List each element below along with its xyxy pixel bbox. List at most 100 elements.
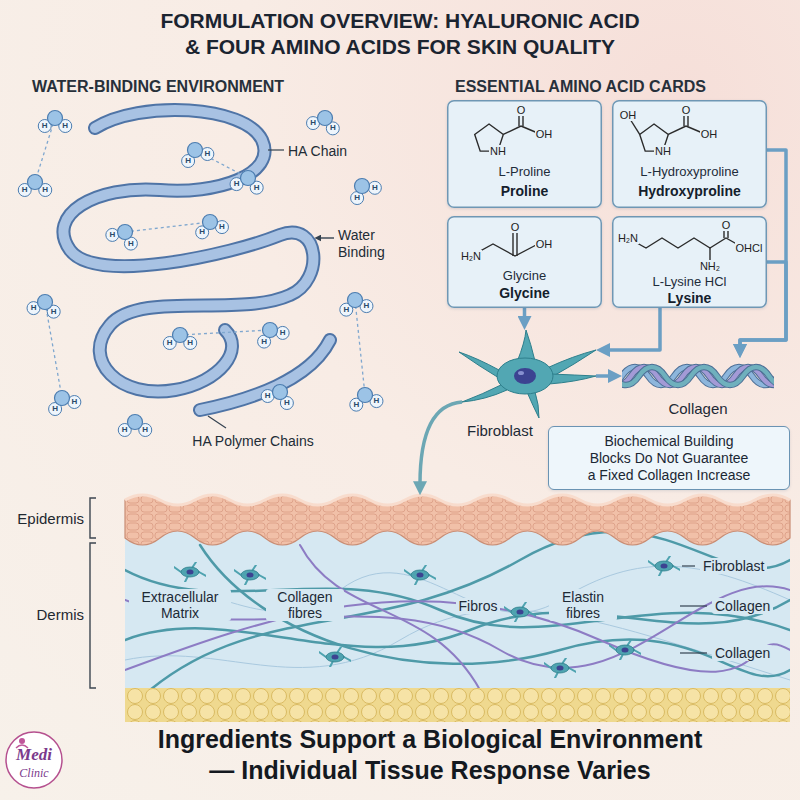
hydrogen-letter: H <box>204 150 210 158</box>
flow-arrow <box>610 308 660 350</box>
layer-label: Dermis <box>37 606 85 624</box>
epidermis-layer <box>125 495 790 545</box>
atom-label: OH <box>700 128 719 141</box>
stratum-corneum <box>125 495 790 505</box>
leader-arrow <box>320 237 334 238</box>
node-text: Biochemical Building Blocks Do Not Guara… <box>559 433 779 483</box>
compound-short-name: Glycine <box>499 285 550 302</box>
logo-badge <box>6 732 62 788</box>
oxygen-atom <box>358 388 373 403</box>
ha-chain-outline <box>63 110 313 392</box>
hydrogen-atom <box>276 326 289 339</box>
part-label: Fibroblast <box>700 558 767 574</box>
atom-label: OH <box>535 238 554 251</box>
nucleus-highlight <box>518 371 524 375</box>
part-label: Extracellular Matrix <box>129 589 231 621</box>
cell-processes <box>459 330 596 418</box>
fibroblast-to-skin-arrow <box>420 402 462 484</box>
hydrogen-letter: H <box>71 398 77 406</box>
collagen-fibre <box>125 570 790 630</box>
ha-chain <box>63 110 313 392</box>
dermal-fibroblast <box>609 640 641 660</box>
dermal-fibroblast <box>319 647 351 667</box>
oxygen-atom <box>28 175 43 190</box>
hydrogen-letter: H <box>167 339 173 347</box>
bond <box>628 238 742 248</box>
collagen-helix: Collagen <box>622 358 774 420</box>
hydrogen-letter: H <box>234 180 240 188</box>
atom-label: H₂N <box>460 250 482 263</box>
dermis-layer <box>125 530 790 690</box>
oxygen-atom <box>128 415 143 430</box>
amino-acid-card: H₂N O OH GlycineGlycine <box>447 216 602 308</box>
bonds <box>628 226 742 264</box>
compound-name: L-Lysine HCl <box>653 274 727 290</box>
hydrogen-letter: H <box>310 119 316 127</box>
leader-line <box>268 149 284 150</box>
hydrogen-letter: H <box>185 157 191 165</box>
collagen-fibre <box>150 532 790 690</box>
flow-arrow <box>596 374 608 378</box>
atom-label: NH <box>489 145 507 158</box>
diagram-title: FORMULATION OVERVIEW: HYALURONIC ACID & … <box>30 8 770 60</box>
hydrogen-letter: H <box>22 186 28 194</box>
helix-strand-outline <box>622 367 774 385</box>
dermal-fibroblast <box>174 562 206 582</box>
compound-name: Glycine <box>503 268 546 284</box>
hydrogen-letter: H <box>280 329 286 337</box>
hydrogen-letter: H <box>330 124 336 132</box>
cell-process <box>459 352 499 378</box>
hydrogen-letter: H <box>374 397 380 405</box>
hydrogen-letter: H <box>364 302 370 310</box>
dermal-fibroblast <box>504 602 536 622</box>
part-label: Fibros <box>456 598 501 614</box>
dermal-fibroblast <box>234 565 266 585</box>
oxygen-atom <box>48 111 63 126</box>
part-label: Collagen <box>712 598 773 614</box>
epidermis-cells <box>125 495 790 545</box>
atom-label: H₂N <box>617 232 639 245</box>
hydrogen-letter: H <box>128 240 134 248</box>
dermal-fibroblast <box>648 556 680 576</box>
ha-chain <box>200 340 330 410</box>
hydrogen-letter: H <box>343 306 349 314</box>
hydrogen-letter: H <box>265 392 271 400</box>
hydrogen-letter: H <box>254 184 260 192</box>
leader-line <box>680 605 707 606</box>
part-label: Elastin fibres <box>549 589 617 621</box>
hydrogen-bond <box>45 302 62 398</box>
bond <box>503 126 521 134</box>
helix-strand-group <box>622 367 774 385</box>
hydrogen-letter: H <box>51 308 57 316</box>
cell-process <box>527 392 539 418</box>
bond <box>668 126 686 134</box>
amino-acid-card: OHOOHNHL-HydroxyprolineHydroxyproline <box>612 100 767 208</box>
hydrogen-letter: H <box>109 231 115 239</box>
part-label: Water Binding <box>338 227 400 261</box>
layer-label: Epidermis <box>17 510 84 528</box>
oxygen-atom <box>241 171 256 186</box>
atom-label: O <box>510 221 521 234</box>
oxygen-atom <box>38 295 53 310</box>
helix-strands <box>622 367 774 385</box>
hydrogen-atom <box>368 181 381 194</box>
cell-process <box>517 330 535 362</box>
hydrogen-letter: H <box>372 184 378 192</box>
hydrogen-letter: H <box>42 122 48 130</box>
water-molecules <box>18 111 383 437</box>
section-heading: ESSENTIAL AMINO ACID CARDS <box>455 77 706 96</box>
bonds <box>475 111 540 151</box>
cell-process <box>549 374 596 384</box>
atom-label: O <box>721 219 732 232</box>
hydrogen-bonds <box>35 118 365 398</box>
oxygen-atom <box>273 385 288 400</box>
cell-body <box>497 358 553 394</box>
hydrogen-atom <box>106 228 119 241</box>
flow-arrow <box>523 308 527 316</box>
elastin-fibre <box>125 586 790 668</box>
hydrogen-letter: H <box>261 338 267 346</box>
dermal-fibroblast <box>404 565 436 585</box>
compound-name: L-Hydroxyproline <box>640 164 738 180</box>
oxygen-atom <box>173 328 188 343</box>
hydrogen-letter: H <box>187 339 193 347</box>
